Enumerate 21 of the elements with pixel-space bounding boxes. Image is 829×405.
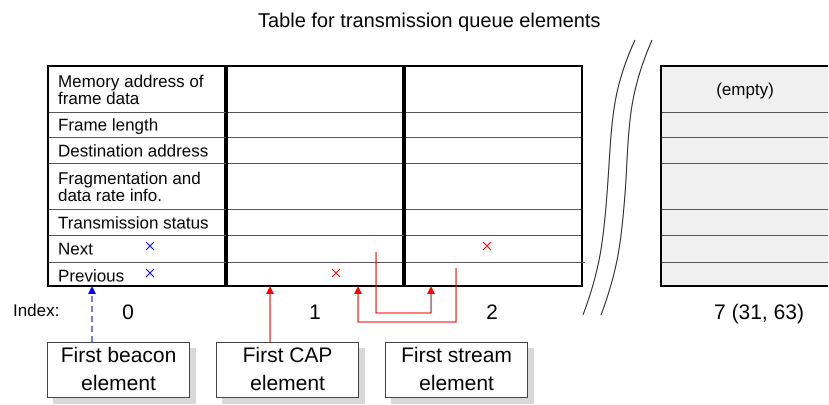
field-name: Previous — [58, 268, 124, 284]
pointer-arrow — [88, 286, 96, 342]
index-number: 2 — [486, 300, 498, 326]
field-name: Fragmentation and data rate info. — [58, 170, 202, 204]
diagram-title: Table for transmission queue elements — [258, 9, 600, 34]
pointer-arrow — [266, 286, 274, 342]
field-name: Transmission status — [58, 214, 209, 231]
box-label: First beacon element — [60, 343, 178, 397]
index-label: Index: — [13, 300, 60, 322]
box-label: First stream element — [400, 343, 513, 397]
index-number: 7 (31, 63) — [714, 300, 804, 326]
field-name: Memory address of frame data — [58, 72, 204, 106]
index-number: 1 — [309, 300, 321, 326]
index-number: 0 — [122, 300, 134, 326]
pointer-arrow — [354, 268, 456, 322]
box-label: First CAP element — [242, 343, 334, 397]
field-name: Frame length — [58, 116, 158, 134]
field-name: Destination address — [58, 142, 208, 159]
pointer-arrow — [376, 252, 435, 314]
placeholder-text: (empty) — [715, 79, 775, 101]
field-name: Next — [58, 240, 93, 258]
